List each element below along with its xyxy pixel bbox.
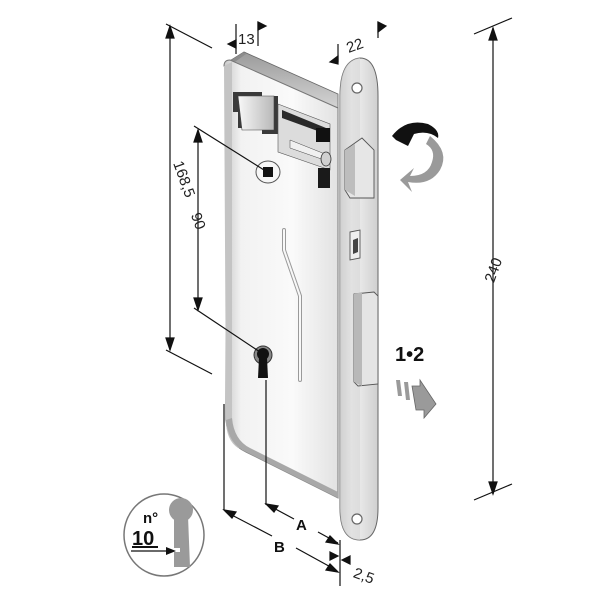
dim-240: 240 [482,256,507,285]
rotate-arrow-icon [392,122,444,192]
key-badge-number: 10 [132,528,154,550]
lock-case [223,51,339,499]
dim-b: B [274,539,285,556]
dim-168-5: 168,5 [169,159,198,200]
latch-mechanism [233,92,332,188]
dim-a: A [296,517,307,534]
throw-direction-arrow-icon [396,378,437,420]
dim-2-5: 2,5 [351,565,376,588]
dim-13: 13 [238,31,255,48]
dim-90: 90 [187,210,209,231]
dim-22: 22 [344,35,365,57]
faceplate [339,57,379,541]
turns-label: 1•2 [395,344,424,366]
spindle-hole [255,160,281,184]
dimension-lines [165,17,513,586]
key-badge-prefix: n° [143,510,158,527]
key-number-badge: n° 10 [123,493,205,577]
